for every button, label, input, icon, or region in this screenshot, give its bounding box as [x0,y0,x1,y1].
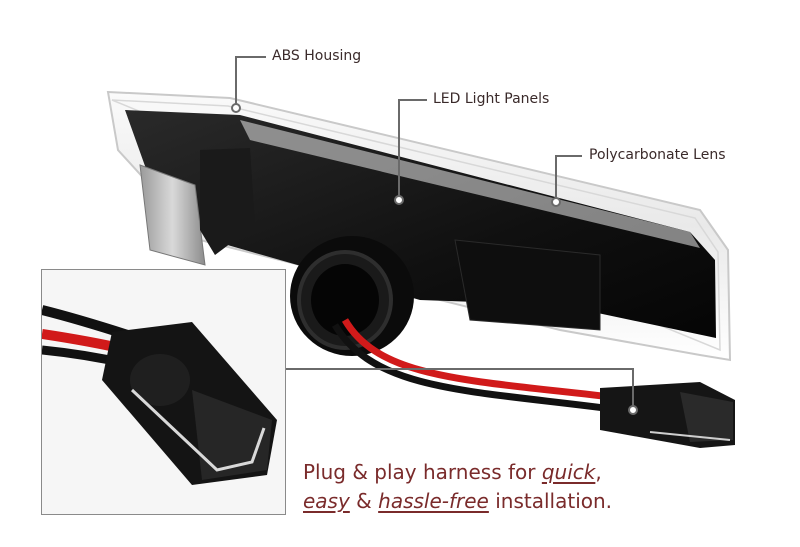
tagline-easy: easy [303,489,350,513]
callout-polycarbonate-lens: Polycarbonate Lens [589,147,726,163]
harness-connector [600,382,735,448]
tagline-amp: & [349,489,379,513]
callout-led-panels: LED Light Panels [433,91,550,107]
tagline-line-2: easy & hassle-free installation. [303,487,612,516]
mounting-tabs [200,148,601,331]
connector-closeup-inset [41,269,286,515]
callout-lines [231,56,638,415]
tagline-end: installation. [488,489,613,513]
tagline-quick: quick [541,460,596,484]
tagline-hassle-free: hassle-free [378,489,489,513]
bulb-socket [290,236,414,356]
connector-closeup-image [42,270,285,514]
tagline-text-1: Plug & play harness for [303,460,542,484]
metal-clip [139,164,206,266]
tagline-comma: , [595,460,602,484]
wire-harness [331,318,621,414]
tagline-line-1: Plug & play harness for quick, [303,458,612,487]
callout-abs-housing: ABS Housing [272,48,362,64]
installation-tagline: Plug & play harness for quick, easy & ha… [303,458,612,516]
